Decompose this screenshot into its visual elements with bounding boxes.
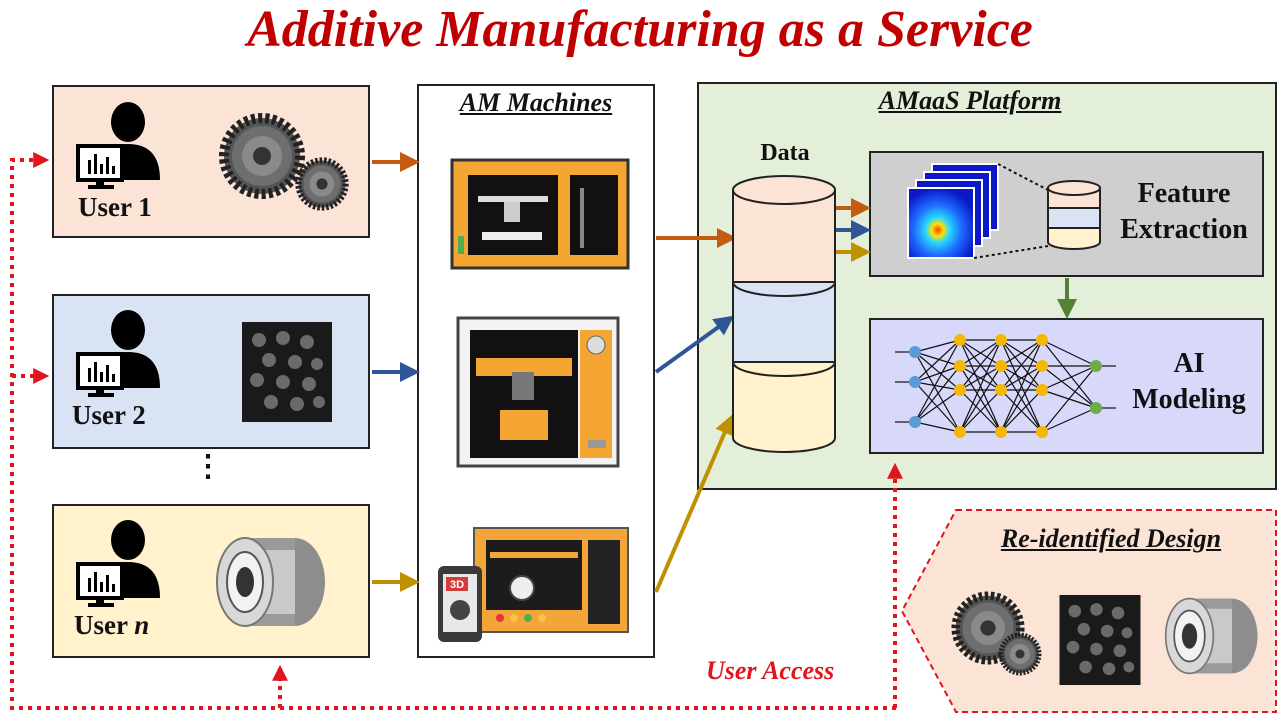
printer-3d-mobile-icon: 3D (438, 527, 629, 642)
printer-1-icon (450, 158, 630, 270)
feature-extraction-label: Feature Extraction (1120, 178, 1248, 245)
main-title: Additive Manufacturing as a Service (247, 1, 1033, 58)
user-2-icon (76, 308, 162, 399)
user-n-label: User n (74, 610, 150, 640)
redesign-lattice-icon (1059, 595, 1141, 685)
user-access-label: User Access (706, 656, 835, 685)
user-access-loop-to-user1 (10, 152, 896, 710)
data-label: Data (760, 140, 810, 166)
amaas-platform-title: AMaaS Platform (878, 86, 1062, 115)
arrow-machine2-to-data (654, 315, 735, 374)
ai-modeling-label: AI Modeling (1132, 348, 1246, 415)
user-n-icon (76, 518, 162, 609)
data-cylinder (732, 175, 836, 453)
lattice-cube-icon (242, 322, 332, 422)
re-identified-design-title: Re-identified Design (1000, 524, 1222, 553)
user-1-icon (76, 100, 162, 191)
neural-network-icon (895, 334, 1116, 438)
printer-2-icon (456, 316, 620, 468)
user-2-label: User 2 (72, 400, 146, 430)
am-machines-title: AM Machines (459, 88, 613, 117)
mobile-3d-badge: 3D (450, 579, 464, 591)
heatmap-stack-icon (907, 163, 1049, 259)
arrow-machine3-to-data (654, 414, 734, 593)
bearing-part-icon (216, 537, 326, 627)
user-1-label: User 1 (78, 192, 152, 222)
gears-icon (224, 118, 346, 208)
feature-database-icon (1047, 180, 1101, 250)
redesign-bearing-icon (1164, 597, 1259, 675)
